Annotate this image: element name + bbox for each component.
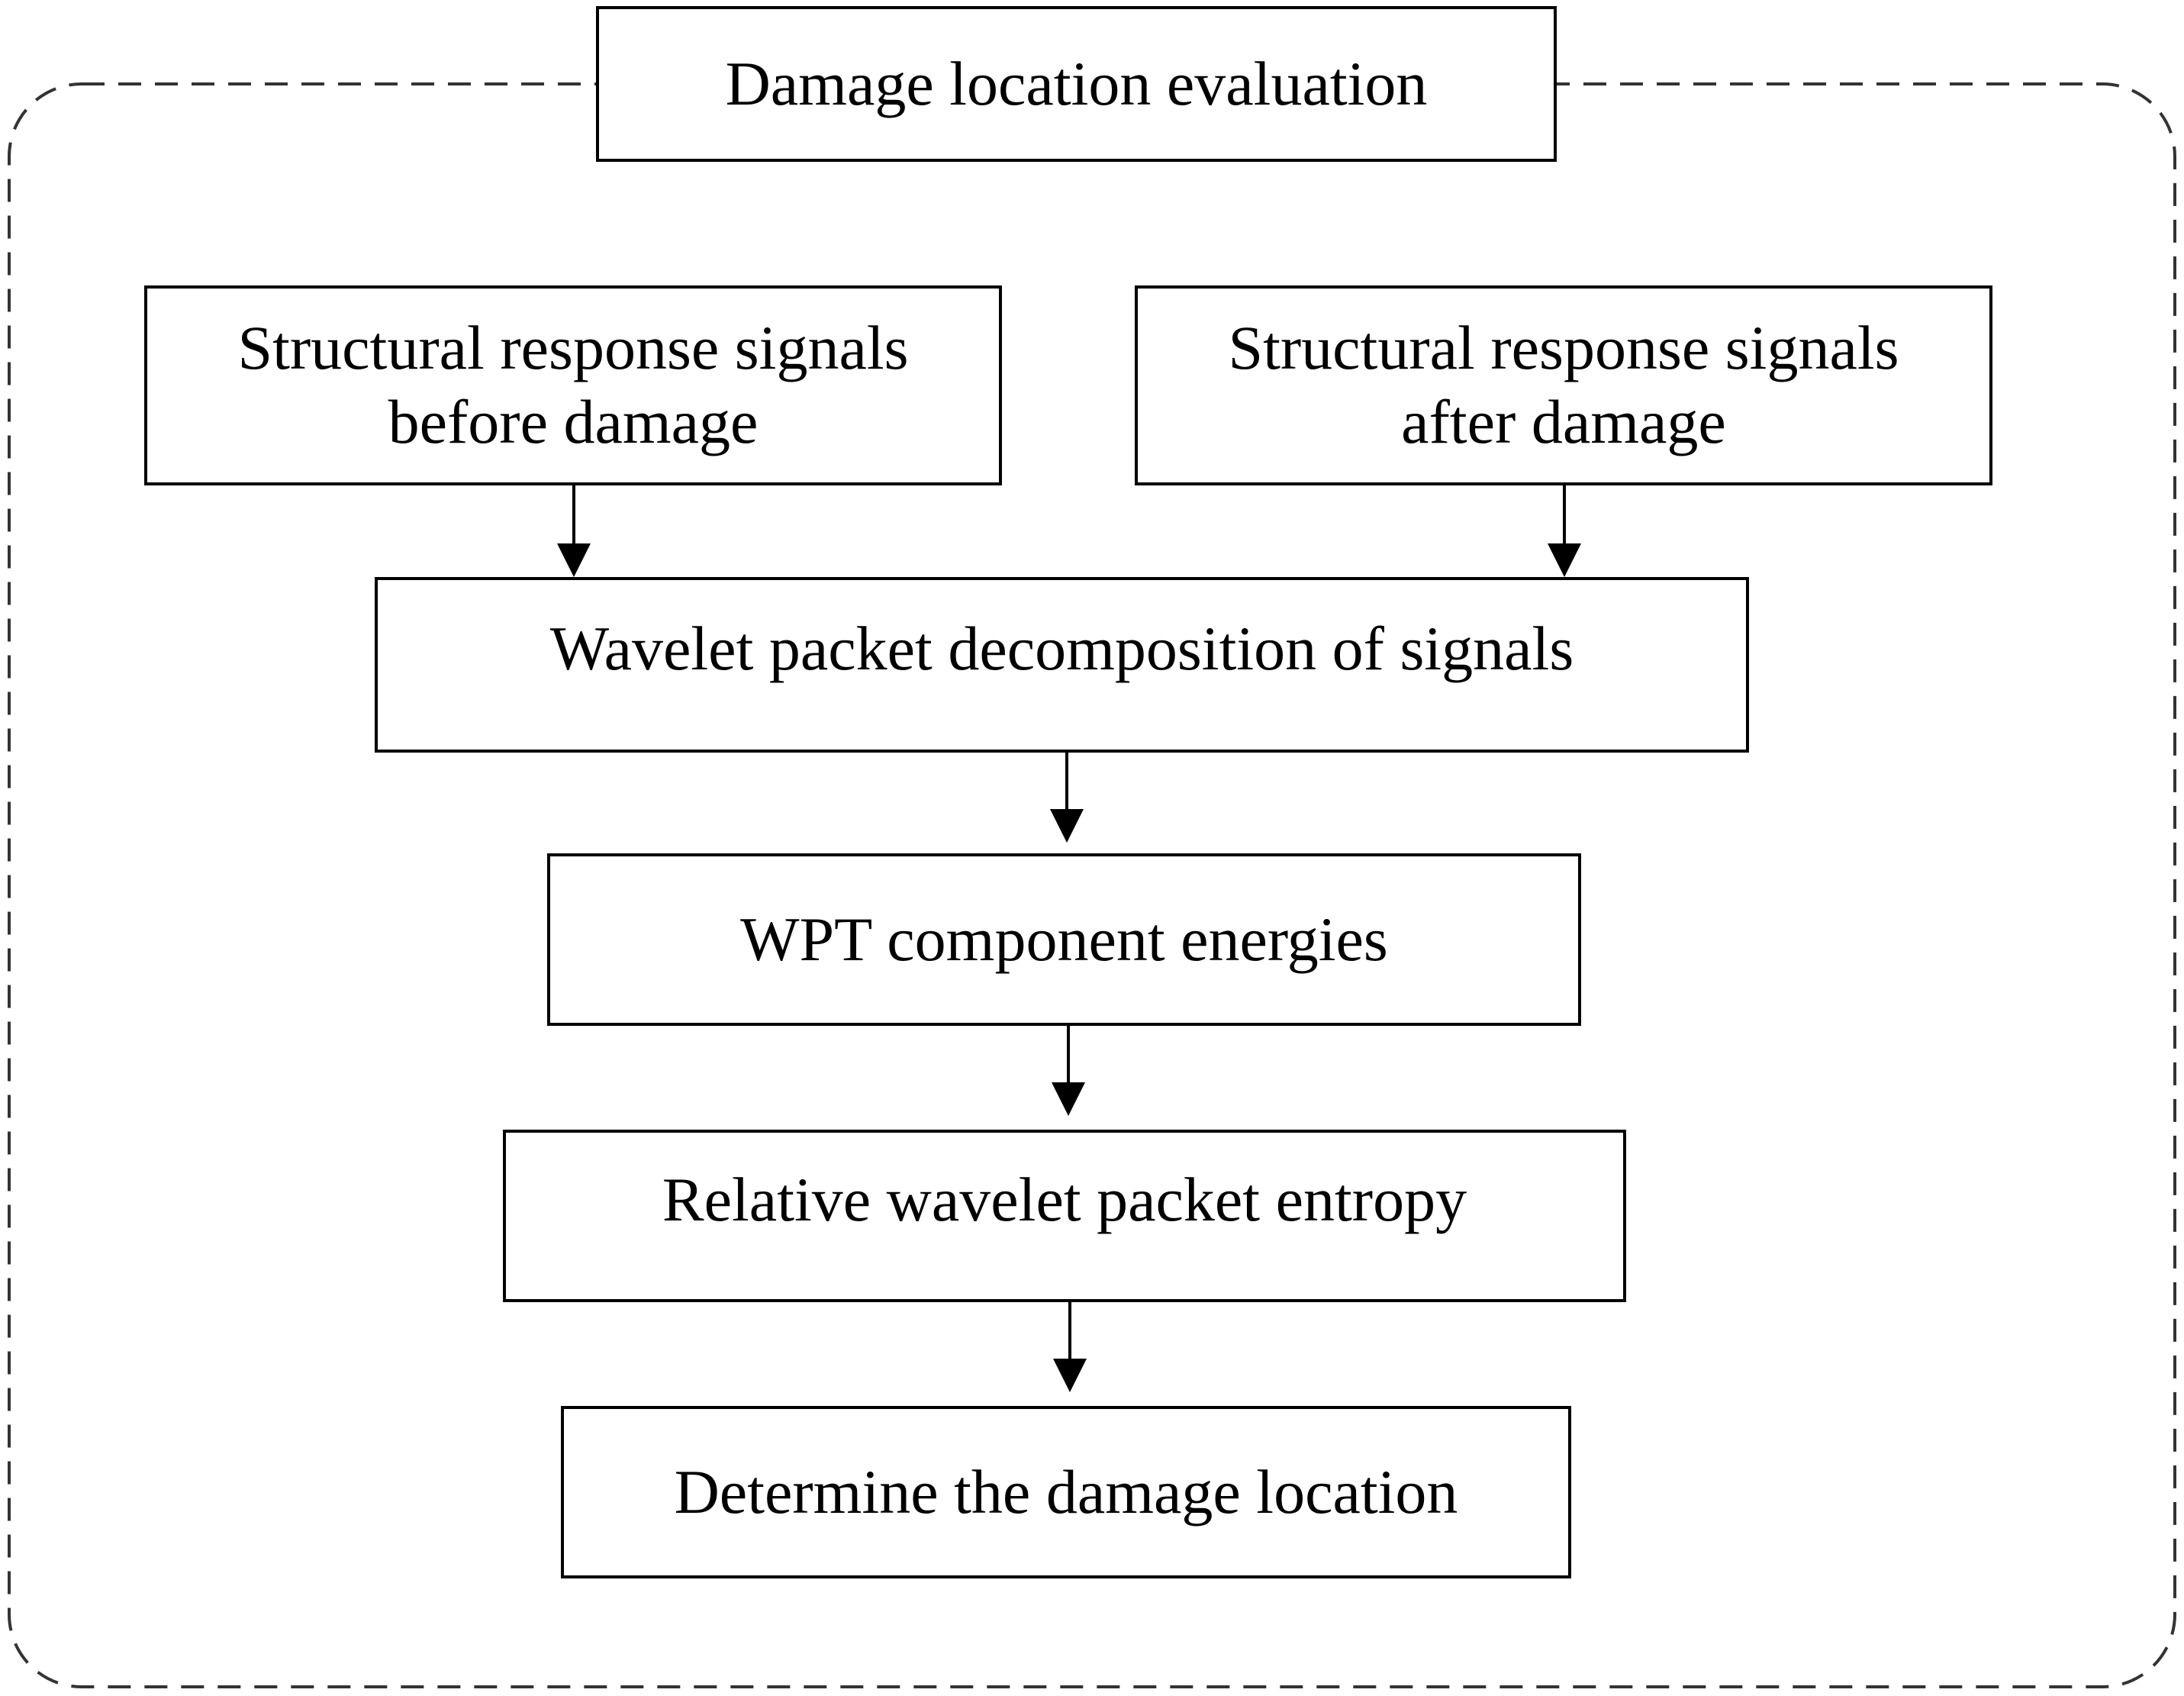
node-decomposition-label: Wavelet packet decomposition of signals [549,614,1574,683]
arrow-entropy-to-location [1053,1302,1087,1392]
arrow-before-to-decomposition [557,485,591,577]
node-damage-location: Determine the damage location [561,1406,1571,1578]
node-after-damage: Structural response signals after damage [1135,285,1992,485]
node-entropy-label: Relative wavelet packet entropy [662,1165,1467,1234]
node-energies-label: WPT component energies [740,904,1388,974]
node-relative-entropy: Relative wavelet packet entropy [503,1130,1626,1302]
node-before-damage: Structural response signals before damag… [144,285,1002,485]
node-wavelet-decomposition: Wavelet packet decomposition of signals [375,577,1749,753]
title-box: Damage location evaluation [596,6,1557,162]
diagram-title: Damage location evaluation [725,48,1428,118]
arrow-after-to-decomposition [1548,485,1581,577]
arrow-energies-to-entropy [1052,1026,1085,1116]
node-after-line-1: Structural response signals [1228,313,1899,383]
arrow-decomposition-to-energies [1050,753,1084,843]
node-wpt-energies: WPT component energies [547,853,1581,1026]
node-before-line-1: Structural response signals [237,313,909,383]
node-location-label: Determine the damage location [674,1456,1458,1527]
node-after-line-2: after damage [1401,387,1726,456]
node-before-line-2: before damage [388,387,759,456]
